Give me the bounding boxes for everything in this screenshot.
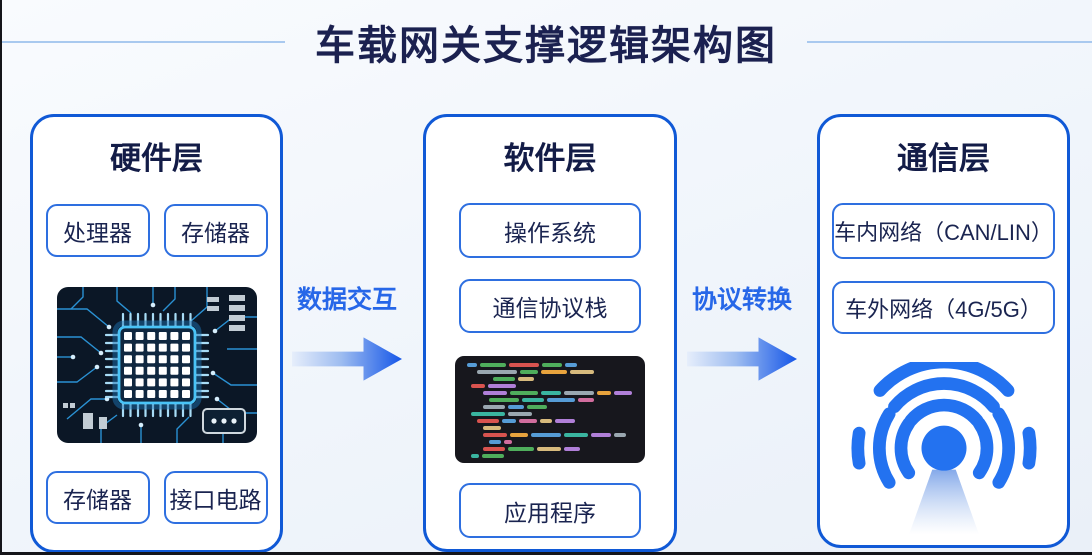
hardware-layer-card: 硬件层 处理器 存储器: [30, 114, 283, 553]
screenshot-bottom-edge: [0, 552, 1092, 555]
communication-layer-title: 通信层: [897, 141, 990, 176]
title-rule-right: [807, 41, 1092, 43]
hardware-row-top: 处理器 存储器: [33, 204, 280, 257]
hardware-layer-title: 硬件层: [110, 141, 203, 176]
operating-system-box: 操作系统: [459, 203, 641, 258]
software-layer-title: 软件层: [503, 141, 597, 176]
hardware-row-bottom: 存储器 接口电路: [33, 471, 280, 524]
page-title: 车载网关支撑逻辑架构图: [315, 24, 777, 68]
right-arrow-icon: [687, 337, 797, 381]
data-exchange-label: 数据交互: [296, 286, 397, 314]
communication-layer-card: 通信层 车内网络（CAN/LIN） 车外网络（4G/5G）: [817, 114, 1070, 548]
protocol-conversion-label: 协议转换: [691, 286, 792, 314]
right-arrow-icon: [292, 337, 402, 381]
wireless-antenna-icon: [844, 355, 1044, 548]
interface-circuit-box: 接口电路: [163, 471, 268, 524]
in-vehicle-network-box: 车内网络（CAN/LIN）: [832, 203, 1055, 259]
memory-box-bottom: 存储器: [45, 471, 150, 524]
software-layer-card: 软件层 操作系统 通信协议栈 应用程序: [423, 114, 677, 552]
data-exchange-arrow-group: 数据交互: [287, 280, 407, 382]
circuit-board-chip-image: [56, 287, 257, 443]
application-box: 应用程序: [459, 483, 641, 538]
code-editor-image: [455, 356, 645, 463]
processor-box: 处理器: [45, 204, 150, 257]
screenshot-left-edge: [0, 0, 2, 555]
memory-box-top: 存储器: [163, 204, 268, 257]
header: 车载网关支撑逻辑架构图: [0, 16, 1092, 68]
external-network-box: 车外网络（4G/5G）: [832, 281, 1055, 334]
protocol-stack-box: 通信协议栈: [459, 279, 641, 333]
protocol-conversion-arrow-group: 协议转换: [682, 280, 802, 382]
title-rule-left: [0, 41, 285, 43]
